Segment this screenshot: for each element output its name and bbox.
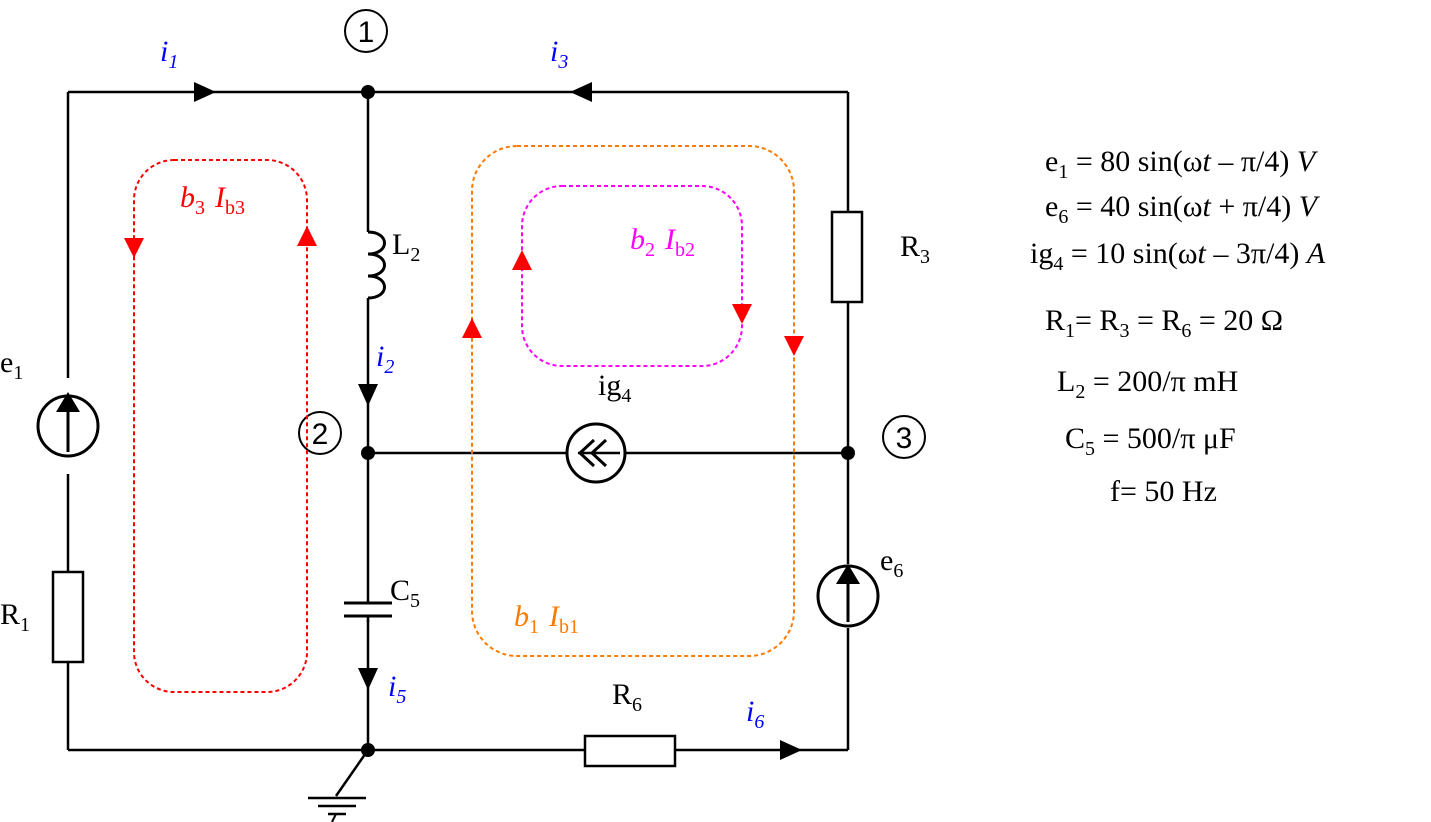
e1-voltage-source — [36, 392, 100, 458]
node-label-2: 2 — [298, 411, 342, 455]
node-2-dot — [361, 446, 375, 460]
loop-b3-arrow-up — [297, 226, 317, 246]
ig4-current-source — [565, 422, 627, 484]
loop-b1 — [471, 145, 795, 657]
label-i5: i5 — [388, 670, 406, 708]
ground-symbol — [308, 749, 370, 822]
r1-resistor — [51, 570, 85, 664]
i1-arrow — [194, 82, 216, 102]
node-3-dot — [841, 446, 855, 460]
eq-e1: e1 = 80 sin(ωt – π/4) V — [1045, 145, 1319, 183]
svg-text:3: 3 — [896, 422, 913, 455]
label-r3: R3 — [900, 230, 930, 268]
label-e6: e6 — [880, 544, 903, 582]
r6-resistor — [583, 734, 677, 768]
i2-arrow — [358, 384, 378, 406]
label-e1: e1 — [0, 346, 23, 384]
node-1-dot — [361, 85, 375, 99]
r3-resistor — [830, 210, 864, 304]
loop-b3-arrow-down — [124, 238, 144, 258]
label-i2: i2 — [376, 340, 394, 378]
svg-text:1: 1 — [358, 16, 375, 49]
loop-b1-arrow-up — [462, 318, 482, 338]
label-r6: R6 — [612, 678, 642, 716]
c5-capacitor — [344, 598, 392, 622]
loop-b1-arrow-down — [784, 336, 804, 356]
i5-arrow — [358, 668, 378, 690]
label-r1: R1 — [0, 598, 30, 636]
label-i3: i3 — [550, 35, 568, 73]
eq-l2: L2 = 200/π mH — [1057, 365, 1238, 403]
label-ig4: ig4 — [598, 369, 631, 407]
parameter-list: e1 = 80 sin(ωt – π/4) V e6 = 40 sin(ωt +… — [1030, 145, 1326, 508]
eq-c5: C5 = 500/π μF — [1065, 422, 1236, 460]
label-c5: C5 — [390, 574, 420, 612]
eq-ig4: ig4 = 10 sin(ωt – 3π/4) A — [1030, 237, 1326, 275]
label-l2: L2 — [392, 228, 420, 266]
loop-b2-arrow-down — [732, 304, 752, 324]
node-label-1: 1 — [344, 9, 388, 53]
eq-resistances: R1= R3 = R6 = 20 Ω — [1045, 304, 1283, 342]
label-i1: i1 — [160, 35, 178, 73]
svg-text:2: 2 — [312, 418, 329, 451]
i6-arrow — [780, 740, 802, 760]
l2-inductor — [367, 230, 386, 300]
loop-b3 — [133, 159, 308, 693]
eq-frequency: f= 50 Hz — [1110, 475, 1217, 508]
eq-e6: e6 = 40 sin(ωt + π/4) V — [1045, 190, 1321, 228]
loop-b2-arrow-up — [512, 250, 532, 270]
loop-b2 — [521, 185, 743, 367]
node-label-3: 3 — [882, 415, 926, 459]
i3-arrow — [570, 82, 592, 102]
label-i6: i6 — [746, 695, 764, 733]
e6-voltage-source — [816, 564, 880, 628]
